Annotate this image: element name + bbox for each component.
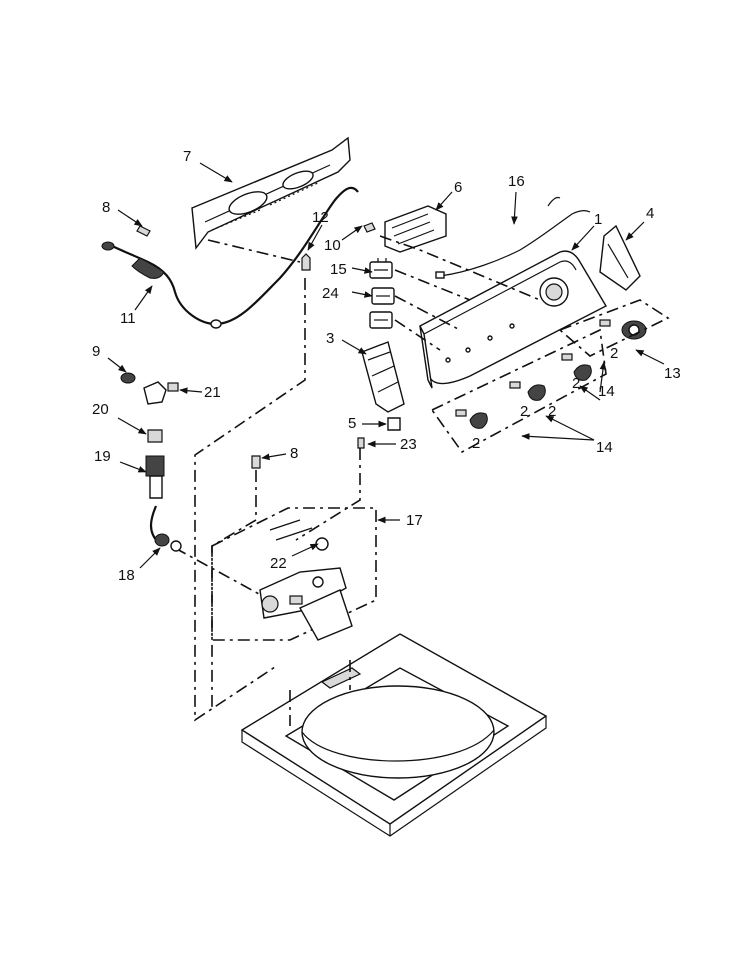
callout-2-b: 2 <box>572 375 580 392</box>
switch-15 <box>369 258 393 279</box>
callout-21: 21 <box>204 384 221 401</box>
callout-6: 6 <box>454 179 462 196</box>
callout-8-top: 8 <box>102 199 110 216</box>
screw-23 <box>357 437 365 449</box>
knob-4 <box>469 412 488 429</box>
callout-22: 22 <box>270 555 287 572</box>
callout-13: 13 <box>664 365 681 382</box>
control-board <box>384 205 447 253</box>
callout-labels: 7 8 11 12 6 10 15 24 16 1 4 3 13 2 2 2 2… <box>92 148 681 584</box>
callout-15: 15 <box>330 261 347 278</box>
knob-group-box-14 <box>430 328 607 454</box>
callout-5: 5 <box>348 415 356 432</box>
callout-17: 17 <box>406 512 423 529</box>
callout-18: 18 <box>118 567 135 584</box>
callout-2-d: 2 <box>548 403 556 420</box>
control-console <box>419 250 607 389</box>
water-valve-assembly <box>259 519 353 641</box>
callout-20: 20 <box>92 401 109 418</box>
callout-9: 9 <box>92 343 100 360</box>
knob-group-box-13 <box>558 299 670 357</box>
switch-lower <box>371 287 395 305</box>
callout-24: 24 <box>322 285 339 302</box>
bracket-5 <box>387 417 401 431</box>
callout-14-a: 14 <box>598 383 615 400</box>
callout-16: 16 <box>508 173 525 190</box>
callout-23: 23 <box>400 436 417 453</box>
screw-10 <box>363 222 376 233</box>
callout-11: 11 <box>120 310 136 327</box>
console-end-cap-left <box>361 341 405 413</box>
callout-3: 3 <box>326 330 334 347</box>
callout-2-c: 2 <box>520 403 528 420</box>
callout-8-lower: 8 <box>290 445 298 462</box>
fitting-20 <box>147 429 163 443</box>
callout-14-b: 14 <box>596 439 613 456</box>
washer-top-cover <box>240 633 548 837</box>
inlet-washer-9 <box>120 372 136 384</box>
callout-19: 19 <box>94 448 111 465</box>
callout-4: 4 <box>646 205 654 222</box>
fill-hose-19 <box>145 455 165 543</box>
console-end-cap <box>599 224 641 291</box>
callout-2-e: 2 <box>472 435 480 452</box>
screw-8-lower <box>251 455 261 469</box>
knob-2 <box>573 364 592 381</box>
rear-panel <box>191 136 351 250</box>
knob-3 <box>527 384 546 401</box>
knob-shafts <box>455 319 611 417</box>
screw-8-top <box>136 225 151 237</box>
valve-group-box-17 <box>211 507 377 641</box>
callout-7: 7 <box>183 148 191 165</box>
wire-harness <box>435 196 591 279</box>
callout-1: 1 <box>594 211 602 228</box>
clip-12 <box>301 253 311 271</box>
leader-arrows <box>107 162 665 569</box>
switch-24 <box>369 311 393 329</box>
power-cord <box>101 186 359 329</box>
inlet-valve-fitting <box>143 381 179 405</box>
callout-12: 12 <box>312 209 329 226</box>
callout-2-a: 2 <box>610 345 618 362</box>
knob-1 <box>621 320 647 340</box>
callout-10: 10 <box>324 237 341 254</box>
hose-washer-18 <box>154 533 182 552</box>
